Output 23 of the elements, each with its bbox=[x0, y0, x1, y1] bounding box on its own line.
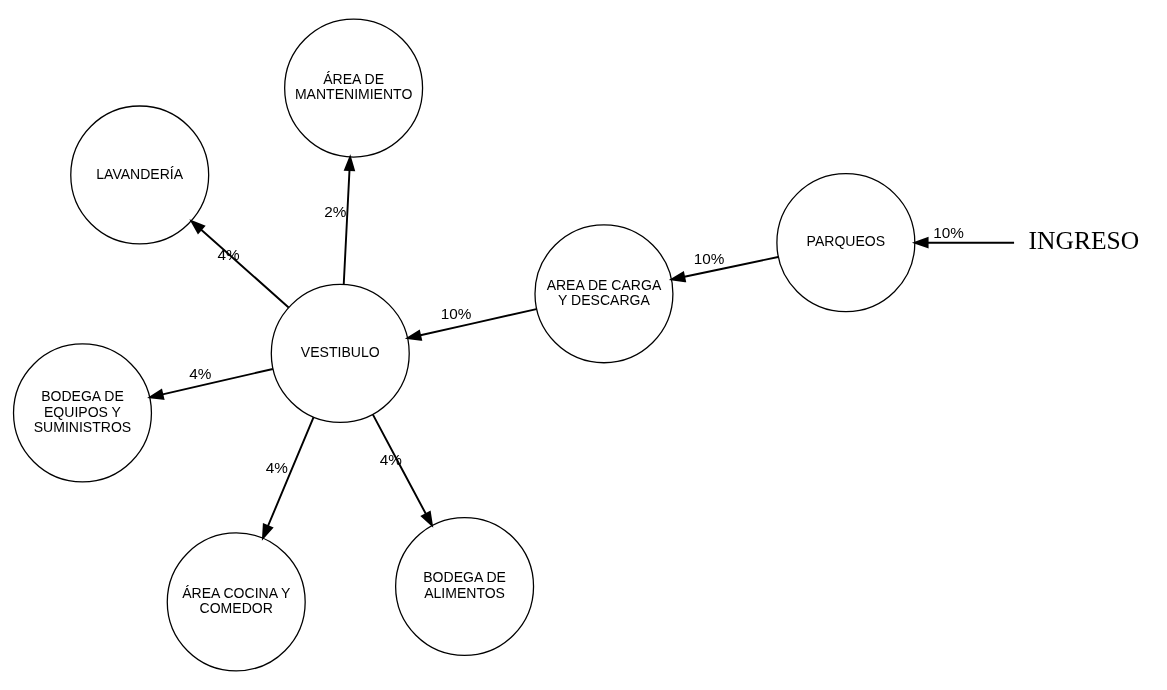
arrow bbox=[189, 219, 290, 309]
arrow bbox=[342, 154, 356, 286]
node-circle: PARQUEOS bbox=[776, 173, 916, 313]
arrow bbox=[261, 416, 315, 541]
node-circle: BODEGA DE EQUIPOS Y SUMINISTROS bbox=[12, 343, 153, 483]
arrow bbox=[668, 256, 780, 283]
node-text: INGRESO bbox=[1028, 226, 1140, 256]
node-circle: AREA DE CARGA Y DESCARGA bbox=[534, 224, 674, 364]
edge-label: 10% bbox=[693, 249, 725, 267]
edge-label: 10% bbox=[440, 305, 472, 323]
edge-label: 10% bbox=[933, 224, 964, 242]
edge-label: 4% bbox=[265, 459, 288, 477]
arrow bbox=[911, 236, 1016, 249]
arrow bbox=[404, 308, 538, 341]
edge-label: 4% bbox=[189, 364, 212, 382]
node-circle: ÁREA COCINA Y COMEDOR bbox=[166, 532, 306, 672]
arrow bbox=[147, 368, 274, 400]
node-circle: ÁREA DE MANTENIMIENTO bbox=[284, 18, 424, 158]
arrow bbox=[371, 413, 434, 528]
node-circle: VESTIBULO bbox=[270, 283, 410, 423]
edge-label: 2% bbox=[324, 202, 347, 220]
node-circle: LAVANDERÍA bbox=[70, 105, 210, 245]
node-circle: BODEGA DE ALIMENTOS bbox=[395, 516, 535, 657]
